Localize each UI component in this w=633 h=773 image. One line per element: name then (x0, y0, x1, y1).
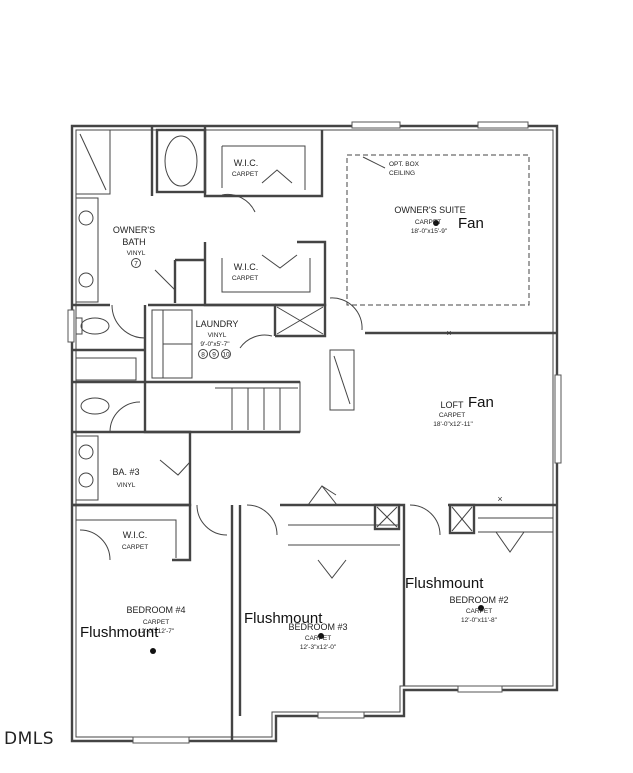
loft-floor: CARPET (439, 412, 465, 419)
wic-top-name: W.I.C. (234, 158, 259, 168)
bedroom4-dims: 12'-0"x12'-7" (138, 628, 175, 635)
box-ceiling-outline (346, 154, 530, 306)
label-bedroom4: BEDROOM #4 CARPET 12'-0"x12'-7" Flushmou… (80, 605, 186, 641)
bedroom3-fixture: Flushmount (244, 610, 323, 627)
label-laundry: LAUNDRY VINYL 9'-0"x5'-7" 8 9 10 (196, 319, 239, 359)
loft-fixture: Fan (468, 394, 494, 411)
bedroom3-name: BEDROOM #3 (288, 622, 347, 632)
owners-suite-floor: CARPET (415, 219, 441, 226)
bedroom2-dims: 12'-0"x11'-8" (461, 617, 498, 624)
wic-bed4-floor: CARPET (122, 544, 148, 551)
wic-bed4-name: W.I.C. (123, 530, 148, 540)
svg-text:×: × (446, 328, 451, 338)
label-wic-mid: W.I.C. CARPET (232, 262, 258, 282)
owners-suite-fixture: Fan (458, 215, 484, 232)
owners-bath-note: 7 (134, 261, 138, 268)
laundry-dims: 9'-0"x5'-7" (200, 341, 230, 348)
laundry-note-3: 10 (222, 352, 230, 359)
ceiling-markers: × × (446, 328, 502, 504)
dmls-watermark: DMLS (4, 729, 54, 749)
bedroom-walls (72, 503, 557, 741)
bedroom4-light-dot (150, 648, 156, 654)
owners-bath-floor: VINYL (127, 250, 146, 257)
bedroom4-name: BEDROOM #4 (126, 605, 185, 615)
door-swings (79, 169, 525, 579)
bath3-name: BA. #3 (112, 467, 139, 477)
label-bath3: BA. #3 VINYL (112, 467, 139, 489)
label-bedroom3: BEDROOM #3 CARPET 12'-3"x12'-0" Flushmou… (244, 610, 348, 651)
owners-bath-name-2: BATH (122, 237, 145, 247)
interior-walls (72, 126, 557, 507)
loft-dims: 18'-0"x12'-11" (433, 421, 473, 428)
stairs (215, 349, 355, 433)
bedroom3-light-dot (318, 633, 324, 639)
bedroom2-fixture: Flushmount (405, 575, 484, 592)
laundry-note-1: 8 (201, 352, 205, 359)
bedroom4-floor: CARPET (143, 619, 169, 626)
wic-mid-name: W.I.C. (234, 262, 259, 272)
label-owners-bath: OWNER'S BATH VINYL 7 (113, 225, 155, 268)
bedroom2-floor: CARPET (466, 608, 492, 615)
svg-text:×: × (497, 494, 502, 504)
label-loft: LOFT CARPET 18'-0"x12'-11" Fan (433, 394, 494, 428)
loft-name: LOFT (440, 400, 464, 410)
label-bedroom2: BEDROOM #2 CARPET 12'-0"x11'-8" Flushmou… (405, 575, 509, 624)
bedroom3-floor: CARPET (305, 635, 331, 642)
label-wic-bed4: W.I.C. CARPET (122, 530, 148, 551)
box-ceiling-line1: OPT. BOX (389, 161, 420, 168)
label-wic-top: W.I.C. CARPET (232, 158, 258, 178)
owners-suite-dims: 18'-0"x15'-9" (411, 228, 448, 235)
owners-suite-name: OWNER'S SUITE (394, 205, 465, 215)
wic-mid-floor: CARPET (232, 275, 258, 282)
laundry-note-2: 9 (212, 352, 216, 359)
windows (67, 121, 562, 744)
label-owners-suite: OPT. BOX CEILING OWNER'S SUITE CARPET 18… (389, 161, 484, 235)
bedroom4-fixture: Flushmount (80, 624, 159, 641)
wic-top-floor: CARPET (232, 171, 258, 178)
bath3-floor: VINYL (117, 482, 136, 489)
bedroom2-name: BEDROOM #2 (449, 595, 508, 605)
box-ceiling-line2: CEILING (389, 170, 415, 177)
fixture-dots (150, 220, 484, 654)
bedroom2-light-dot (478, 605, 484, 611)
laundry-floor: VINYL (208, 332, 227, 339)
owners-bath-name-1: OWNER'S (113, 225, 155, 235)
owners-suite-fan-dot (433, 220, 439, 226)
bedroom3-dims: 12'-3"x12'-0" (300, 644, 337, 651)
laundry-name: LAUNDRY (196, 319, 239, 329)
